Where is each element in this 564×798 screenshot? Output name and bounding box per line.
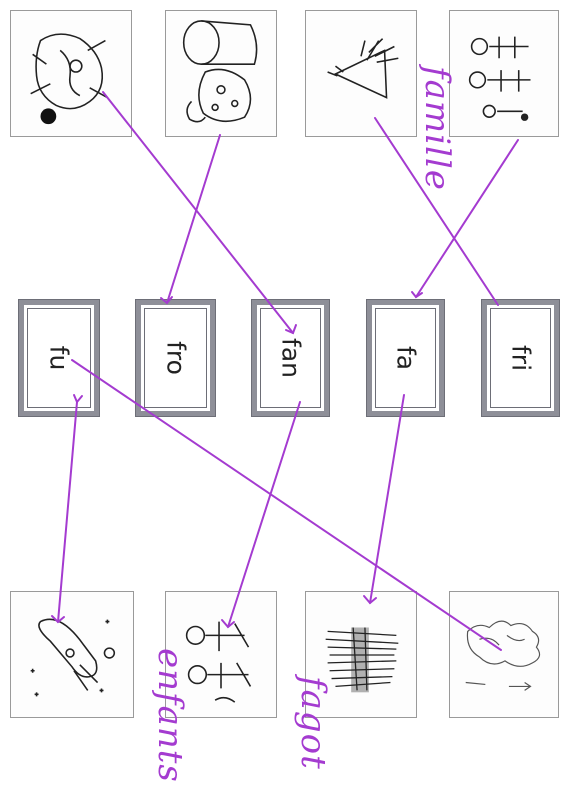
syllable-box-fu[interactable]: fu: [19, 300, 99, 416]
match-line-cheese-fro: [167, 135, 220, 303]
handwritten-famille: famille: [417, 66, 457, 191]
picture-rocket-in-space: [10, 591, 134, 718]
syllable-fri: fri: [506, 345, 535, 371]
syllable-box-fa[interactable]: fa: [367, 300, 444, 416]
picture-bowling-figure: [10, 10, 132, 137]
picture-fries-cone: [305, 10, 417, 137]
syllable-box-fan[interactable]: fan: [252, 300, 329, 416]
syllable-fa: fa: [391, 346, 420, 370]
match-line-fa-sticks: [370, 395, 404, 603]
picture-smoke-and-cigarette: [449, 591, 559, 718]
syllable-box-fro[interactable]: fro: [136, 300, 215, 416]
handwritten-enfants: enfants: [150, 648, 190, 783]
syllable-box-fri[interactable]: fri: [482, 300, 559, 416]
syllable-fan: fan: [276, 338, 305, 378]
picture-cheese: [165, 10, 277, 137]
syllable-fu: fu: [45, 346, 74, 371]
picture-family: [449, 10, 559, 137]
handwritten-fagot: fagot: [293, 676, 333, 770]
match-line-fu-rocket: [58, 402, 77, 622]
syllable-fro: fro: [161, 341, 190, 375]
